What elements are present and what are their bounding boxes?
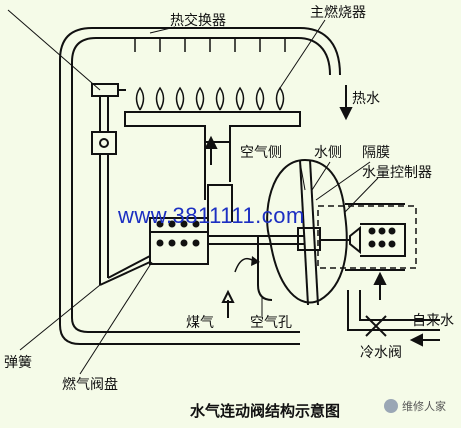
label-gas-valve-disc: 燃气阀盘 — [62, 377, 118, 393]
brand-logo-icon — [384, 399, 398, 413]
watermark-url: www.3811111.com — [118, 203, 305, 228]
brand-name: 维修人家 — [402, 400, 446, 413]
label-hot-water: 热水 — [352, 91, 380, 107]
label-gas: 煤气 — [186, 315, 214, 331]
label-diaphragm: 隔膜 — [362, 145, 390, 161]
label-tap-water: 自来水 — [412, 313, 454, 329]
label-water-controller: 水量控制器 — [362, 165, 432, 181]
brand-badge: 维修人家 — [384, 398, 446, 414]
label-air-side: 空气侧 — [240, 145, 282, 161]
diagram-caption: 水气连动阀结构示意图 — [190, 402, 341, 420]
label-spring: 弹簧 — [4, 355, 32, 371]
label-water-side: 水侧 — [314, 145, 342, 161]
label-main-burner: 主燃烧器 — [310, 5, 366, 21]
label-air-hole: 空气孔 — [250, 315, 292, 331]
label-cold-water-valve: 冷水阀 — [360, 345, 402, 361]
label-heat-exchanger: 热交换器 — [170, 13, 226, 29]
